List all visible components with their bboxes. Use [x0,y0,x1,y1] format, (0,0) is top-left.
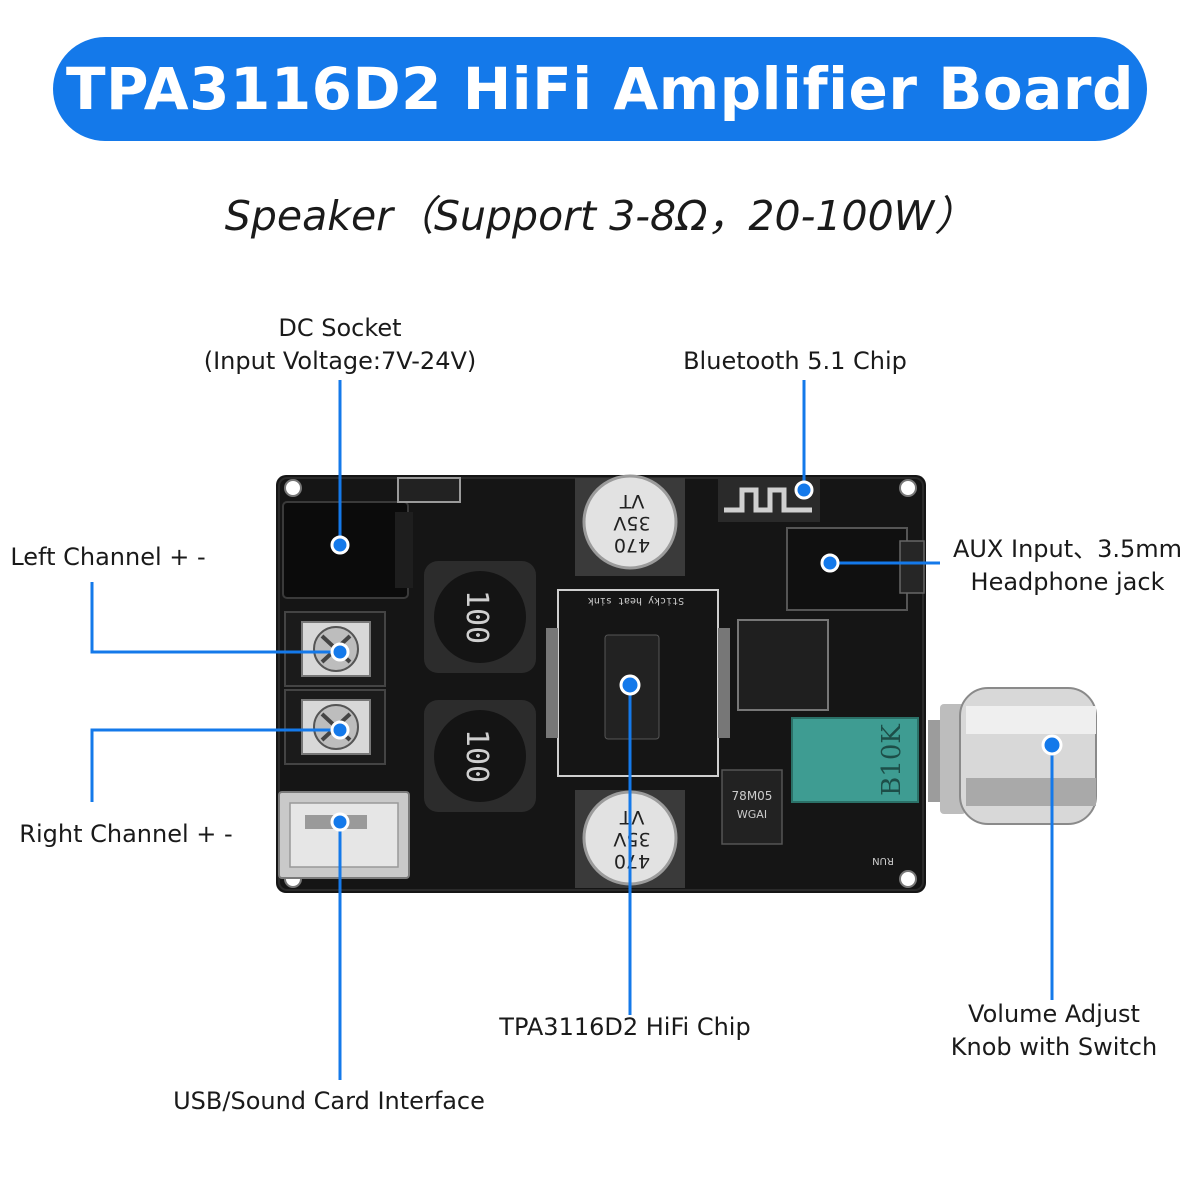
heat-sink-marking: Sticky heat sink [588,595,684,606]
hifi-chip-label: TPA3116D2 HiFi Chip [499,1013,751,1041]
callout-aux-input: AUX Input、3.5mm Headphone jack [940,533,1195,599]
regulator-sub-marking: WGAI [737,808,767,821]
callout-volume-knob: Volume Adjust Knob with Switch [930,998,1178,1064]
cap-voltage: 35V [613,828,650,850]
regulator-marking: 78M05 [732,789,773,803]
volume-knob [928,687,1097,825]
cap-series: VT [619,490,644,512]
cap-value: 470 [614,534,650,556]
cap-voltage: 35V [613,512,650,534]
mounting-hole [899,479,917,497]
mounting-hole [284,479,302,497]
bluetooth-label: Bluetooth 5.1 Chip [683,347,907,375]
page-title: TPA3116D2 HiFi Amplifier Board [65,55,1135,123]
title-banner: TPA3116D2 HiFi Amplifier Board [53,37,1147,141]
aux-input-label: AUX Input、3.5mm [952,535,1183,563]
inductor-marking: 100 [459,729,494,783]
left-channel-label: Left Channel + - [10,543,206,571]
knob-switch-label: Knob with Switch [950,1033,1158,1061]
callout-left-channel: Left Channel + - [2,541,214,574]
dc-socket-label: DC Socket [278,314,402,342]
volume-adjust-label: Volume Adjust [968,1000,1140,1028]
callout-hifi-chip: TPA3116D2 HiFi Chip [480,1011,770,1044]
potentiometer: B10K [791,717,919,803]
cap-series: VT [619,806,644,828]
mounting-hole [899,870,917,888]
right-channel-label: Right Channel + - [19,820,233,848]
capacitor: 470 35V VT [575,474,685,576]
callout-dots [330,480,1063,832]
inductor-marking: 100 [459,590,494,644]
callout-bluetooth: Bluetooth 5.1 Chip [660,345,930,378]
pot-marking: B10K [877,724,907,796]
usb-port [278,791,410,879]
callout-usb-interface: USB/Sound Card Interface [148,1085,510,1118]
usb-interface-label: USB/Sound Card Interface [173,1087,485,1115]
dc-socket-voltage: (Input Voltage:7V-24V) [203,347,477,375]
inductor: 100 [424,561,536,673]
headphone-jack-label: Headphone jack [970,568,1165,596]
callout-dc-socket: DC Socket (Input Voltage:7V-24V) [170,312,510,378]
led-label: RUN [872,855,894,866]
cap-value: 470 [614,850,650,872]
aux-jack [786,527,925,611]
bluetooth-chip [737,619,829,711]
voltage-regulator: 78M05 WGAI [721,769,783,845]
callout-lines [90,380,1054,1080]
inductor: 100 [424,700,536,812]
subtitle: Speaker（Support 3-8Ω，20-100W） [224,192,976,240]
callout-right-channel: Right Channel + - [10,818,242,851]
bluetooth-module [718,478,820,522]
